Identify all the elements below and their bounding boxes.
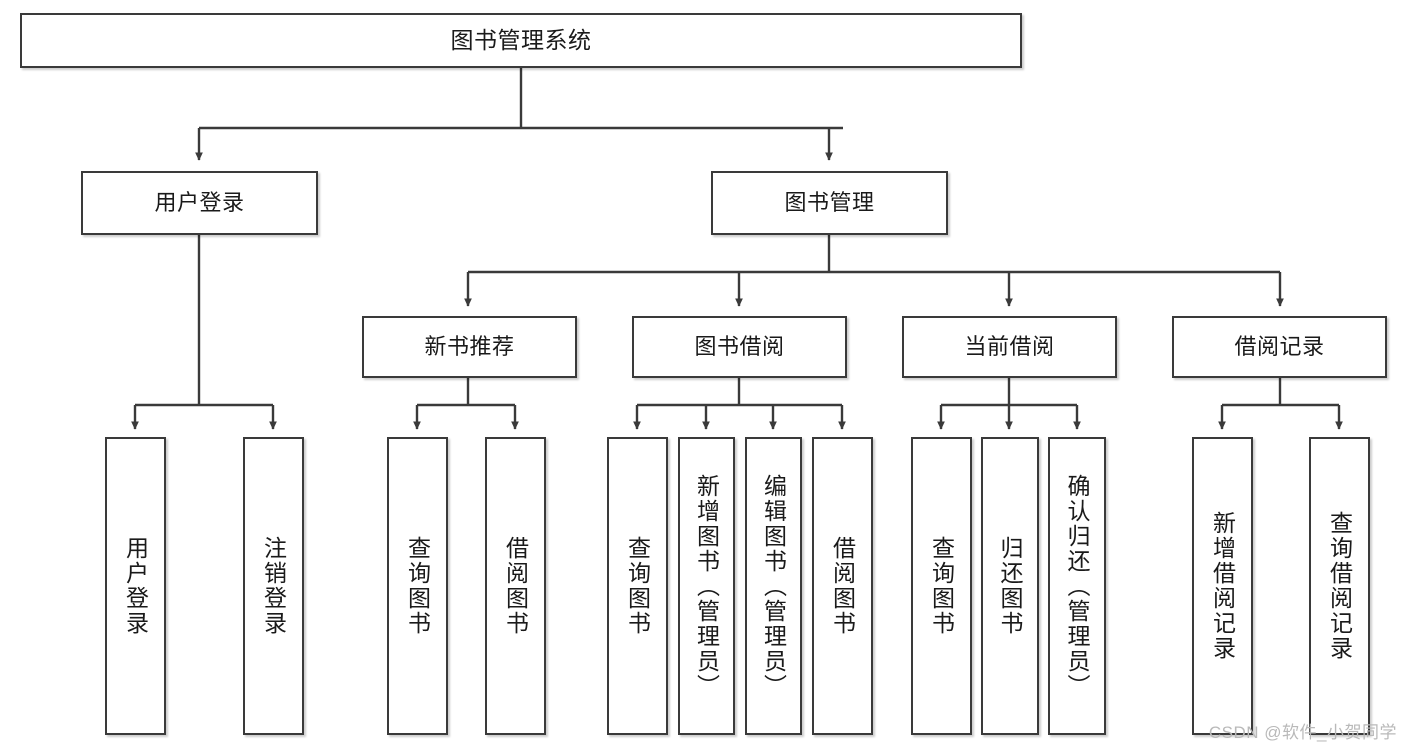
node-leaf-borrow-book-1-label: 借阅图书 [502, 536, 529, 636]
node-leaf-user-login-label: 用户登录 [122, 536, 149, 636]
node-book-borrow[interactable]: 图书借阅 [632, 316, 847, 378]
node-leaf-query-book-3-label: 查询图书 [928, 536, 955, 636]
node-book-manage-label: 图书管理 [784, 190, 875, 216]
node-root-label: 图书管理系统 [450, 26, 592, 53]
node-leaf-borrow-book-1[interactable]: 借阅图书 [485, 437, 546, 735]
node-leaf-query-record-label: 查询借阅记录 [1326, 511, 1353, 661]
node-leaf-logout-login[interactable]: 注销登录 [243, 437, 304, 735]
node-leaf-query-book-1-label: 查询图书 [404, 536, 431, 636]
node-leaf-query-record[interactable]: 查询借阅记录 [1309, 437, 1370, 735]
node-leaf-return-book[interactable]: 归还图书 [981, 437, 1039, 735]
node-user-login-label: 用户登录 [154, 190, 245, 216]
node-borrow-record[interactable]: 借阅记录 [1172, 316, 1387, 378]
node-new-book-recommend[interactable]: 新书推荐 [362, 316, 577, 378]
node-leaf-add-record[interactable]: 新增借阅记录 [1192, 437, 1253, 735]
node-root[interactable]: 图书管理系统 [20, 13, 1022, 68]
node-leaf-add-record-label: 新增借阅记录 [1209, 511, 1236, 661]
node-leaf-borrow-book-2[interactable]: 借阅图书 [812, 437, 873, 735]
node-borrow-record-label: 借阅记录 [1234, 334, 1325, 360]
node-user-login[interactable]: 用户登录 [81, 171, 318, 235]
node-current-borrow[interactable]: 当前借阅 [902, 316, 1117, 378]
node-book-borrow-label: 图书借阅 [694, 334, 785, 360]
node-leaf-user-login[interactable]: 用户登录 [105, 437, 166, 735]
node-leaf-add-book[interactable]: 新增图书（管理员） [678, 437, 735, 735]
node-leaf-query-book-2-label: 查询图书 [624, 536, 651, 636]
node-leaf-confirm-return-label: 确认归还（管理员） [1064, 473, 1091, 699]
node-leaf-edit-book-label: 编辑图书（管理员） [760, 473, 787, 699]
node-leaf-query-book-2[interactable]: 查询图书 [607, 437, 668, 735]
node-leaf-query-book-3[interactable]: 查询图书 [911, 437, 972, 735]
node-leaf-logout-login-label: 注销登录 [260, 536, 287, 636]
node-leaf-return-book-label: 归还图书 [997, 536, 1024, 636]
node-current-borrow-label: 当前借阅 [964, 334, 1055, 360]
node-leaf-borrow-book-2-label: 借阅图书 [829, 536, 856, 636]
node-leaf-confirm-return[interactable]: 确认归还（管理员） [1048, 437, 1106, 735]
node-leaf-edit-book[interactable]: 编辑图书（管理员） [745, 437, 802, 735]
watermark: CSDN @软件_小贺同学 [1208, 723, 1397, 742]
node-new-book-recommend-label: 新书推荐 [424, 334, 515, 360]
node-leaf-add-book-label: 新增图书（管理员） [693, 473, 720, 699]
node-book-manage[interactable]: 图书管理 [711, 171, 948, 235]
node-leaf-query-book-1[interactable]: 查询图书 [387, 437, 448, 735]
